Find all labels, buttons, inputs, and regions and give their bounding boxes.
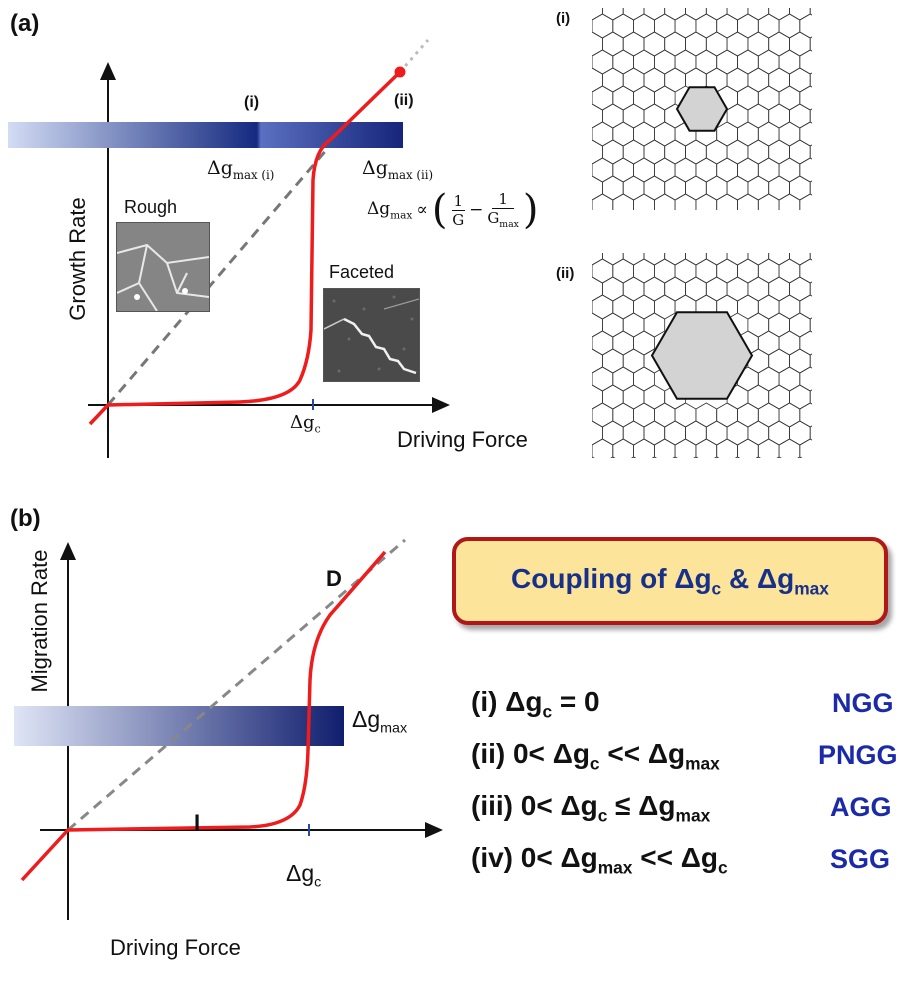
- dgmax-label-b: Δgmax: [352, 706, 408, 737]
- hex-panel-ii-label: (ii): [556, 265, 575, 282]
- dgc-label-b: Δgc: [286, 860, 322, 891]
- y-axis-title-b: Migration Rate: [27, 549, 52, 693]
- dgmax-formula: Δgmax ∝ ( 1 G − 1 Gmax ): [367, 187, 539, 233]
- coupling-callout: Coupling of Δgc & Δgmax: [452, 537, 888, 625]
- callout-text: Coupling of Δgc & Δgmax: [511, 562, 829, 599]
- hex-grid: [592, 253, 812, 458]
- dashed-diagonal-a: [106, 147, 330, 406]
- dgmax-bar-b: [14, 706, 344, 746]
- migration-curve-b: [20, 550, 387, 882]
- dgmax-ii-label: Δgmax (ii): [362, 157, 434, 182]
- hex-lattice-i: [592, 8, 812, 210]
- rough-micrograph: [116, 222, 210, 312]
- case-row-ii: (ii) 0< Δgc << Δgmax: [471, 738, 720, 774]
- abnormal-grain: [650, 311, 754, 400]
- curve-end-dot-a: [394, 66, 406, 78]
- tag-pngg: PNGG: [818, 740, 898, 770]
- case-row-i: (i) Δgc = 0: [471, 686, 600, 722]
- hex-grid: [592, 8, 812, 210]
- label-I: I: [194, 810, 201, 835]
- dashed-diagonal-b: [67, 538, 406, 832]
- tag-agg: AGG: [830, 792, 892, 822]
- y-axis-title-a: Growth Rate: [65, 197, 90, 321]
- case-row-iv: (iv) 0< Δgmax << Δgc: [471, 842, 728, 878]
- x-axis-title-a: Driving Force: [397, 427, 528, 452]
- faceted-label: Faceted: [329, 262, 395, 282]
- case-row-iii: (iii) 0< Δgc ≤ Δgmax: [471, 790, 711, 826]
- dgmax-i-label: Δgmax (i): [207, 157, 275, 182]
- growth-curve-a: [88, 70, 402, 426]
- tag-ngg: NGG: [832, 688, 894, 718]
- label-D: D: [326, 566, 342, 591]
- hex-panel-i-label: (i): [556, 10, 571, 27]
- dotted-extension-a: [398, 39, 430, 73]
- panel-a-plot: [8, 39, 450, 458]
- x-axis-title-b: Driving Force: [110, 935, 241, 960]
- panel-b-label: (b): [10, 505, 41, 532]
- panel-b-plot: [14, 538, 443, 920]
- hex-lattice-ii: [592, 253, 812, 458]
- panel-a-label: (a): [10, 10, 40, 37]
- rough-label: Rough: [124, 197, 178, 217]
- abnormal-grain: [675, 86, 729, 132]
- tag-sgg: SGG: [830, 844, 891, 874]
- faceted-micrograph: [323, 288, 420, 382]
- dgc-label-a: Δgc: [290, 412, 321, 436]
- marker-ii-a: (ii): [394, 92, 414, 109]
- marker-i-a: (i): [244, 94, 260, 111]
